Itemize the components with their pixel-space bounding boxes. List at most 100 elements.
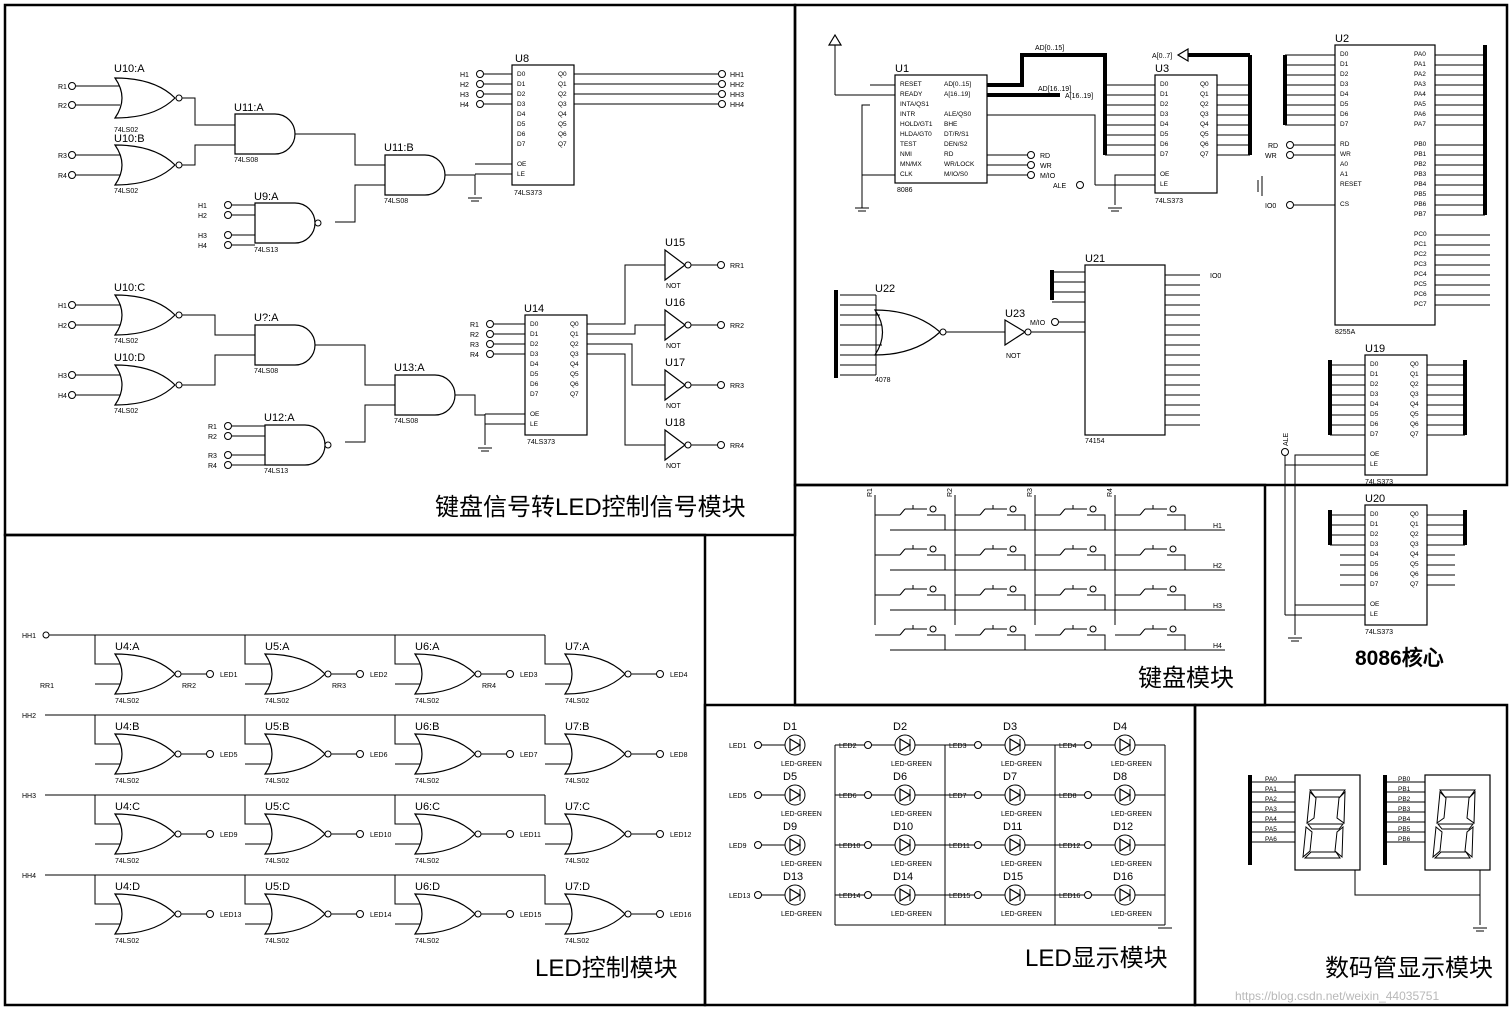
svg-text:HH1: HH1 xyxy=(730,72,744,79)
svg-text:Q7: Q7 xyxy=(1410,581,1419,588)
svg-text:D16: D16 xyxy=(1113,871,1133,883)
svg-text:WR: WR xyxy=(1340,151,1351,158)
svg-text:PA4: PA4 xyxy=(1414,91,1426,98)
svg-text:74LS08: 74LS08 xyxy=(234,157,258,164)
cpu-u1 xyxy=(894,74,988,184)
svg-text:BHE: BHE xyxy=(944,121,958,128)
svg-text:D2: D2 xyxy=(530,341,539,348)
ref-u11b: U11:B xyxy=(384,142,414,154)
svg-text:74LS373: 74LS373 xyxy=(1365,479,1393,486)
not-gate-u18 xyxy=(664,428,686,462)
svg-text:PB6: PB6 xyxy=(1414,201,1427,208)
svg-text:LED15: LED15 xyxy=(520,912,542,919)
svg-text:Q0: Q0 xyxy=(1410,511,1419,518)
seg-a-pin-label: PA3 xyxy=(1265,806,1277,813)
svg-text:D2: D2 xyxy=(1370,531,1379,538)
svg-text:LED-GREEN: LED-GREEN xyxy=(891,811,932,818)
svg-text:IO0: IO0 xyxy=(1210,273,1221,280)
svg-text:D3: D3 xyxy=(1160,111,1169,118)
svg-text:D13: D13 xyxy=(783,871,803,883)
svg-text:A1: A1 xyxy=(1340,171,1348,178)
svg-text:PC4: PC4 xyxy=(1414,271,1427,278)
ref-u21: U21 xyxy=(1085,253,1105,265)
svg-text:LED11: LED11 xyxy=(520,832,541,839)
svg-text:HH2: HH2 xyxy=(22,713,36,720)
seg-a-pin-label: PA6 xyxy=(1265,836,1277,843)
svg-text:Q1: Q1 xyxy=(558,81,567,88)
kbd-column-label: R3 xyxy=(1027,488,1034,497)
svg-text:H2: H2 xyxy=(460,82,469,89)
svg-text:PB3: PB3 xyxy=(1414,171,1427,178)
svg-text:HLDA/GT0: HLDA/GT0 xyxy=(900,131,932,138)
svg-text:Q5: Q5 xyxy=(570,371,579,378)
svg-text:D4: D4 xyxy=(530,361,539,368)
u2-pins: D0 D1 D2 D3 D4 D5 D6 D7 RD WR A0 A1 RESE… xyxy=(1340,51,1427,308)
key-switch xyxy=(1035,585,1106,610)
svg-text:D4: D4 xyxy=(1370,401,1379,408)
svg-text:LED-GREEN: LED-GREEN xyxy=(1111,811,1152,818)
svg-text:PA2: PA2 xyxy=(1414,71,1426,78)
ref-u1: U1 xyxy=(895,63,909,75)
svg-text:RR4: RR4 xyxy=(482,683,496,690)
svg-text:74LS13: 74LS13 xyxy=(264,468,288,475)
seg-b-pin-label: PB1 xyxy=(1398,786,1411,793)
svg-text:D5: D5 xyxy=(517,121,526,128)
svg-text:LED-GREEN: LED-GREEN xyxy=(891,761,932,768)
svg-text:D2: D2 xyxy=(517,91,526,98)
key-switch xyxy=(1115,625,1186,650)
seg-b-pin-label: PB5 xyxy=(1398,826,1411,833)
latch-u8 xyxy=(511,64,575,186)
svg-text:H1: H1 xyxy=(460,72,469,79)
module-title-led-display: LED显示模块 xyxy=(1025,945,1168,972)
svg-text:A[16..19]: A[16..19] xyxy=(944,91,970,98)
svg-text:PA7: PA7 xyxy=(1414,121,1426,128)
svg-text:LED-GREEN: LED-GREEN xyxy=(1001,811,1042,818)
ref-u16: U16 xyxy=(665,297,685,309)
svg-text:HOLD/GT1: HOLD/GT1 xyxy=(900,121,933,128)
svg-text:U7:B: U7:B xyxy=(565,721,589,733)
svg-text:R3: R3 xyxy=(208,453,217,460)
svg-text:D2: D2 xyxy=(1370,381,1379,388)
svg-text:74LS02: 74LS02 xyxy=(265,778,289,785)
ref-u10a: U10:A xyxy=(114,63,145,75)
svg-text:LED-GREEN: LED-GREEN xyxy=(1001,861,1042,868)
svg-text:Q3: Q3 xyxy=(1410,541,1419,548)
svg-text:D3: D3 xyxy=(1370,541,1379,548)
svg-text:LED12: LED12 xyxy=(1059,843,1081,850)
svg-text:D4: D4 xyxy=(1340,91,1349,98)
svg-text:RR2: RR2 xyxy=(182,683,196,690)
svg-text:D7: D7 xyxy=(530,391,539,398)
svg-text:D6: D6 xyxy=(1160,141,1169,148)
svg-text:D2: D2 xyxy=(893,721,907,733)
svg-text:74LS02: 74LS02 xyxy=(415,698,439,705)
key-switch xyxy=(875,585,946,610)
svg-text:74LS02: 74LS02 xyxy=(114,188,138,195)
svg-text:LE: LE xyxy=(517,171,526,178)
ref-u18: U18 xyxy=(665,417,685,429)
svg-text:PA3: PA3 xyxy=(1414,81,1426,88)
svg-text:Q6: Q6 xyxy=(1200,141,1209,148)
ref-uqa: U?:A xyxy=(254,312,279,324)
svg-text:D2: D2 xyxy=(1340,71,1349,78)
svg-text:LED15: LED15 xyxy=(949,893,971,900)
svg-text:INTA/QS1: INTA/QS1 xyxy=(900,101,930,108)
keyboard-to-led-module: U10:A 74LS02 R1 R2 U10:B 74LS02 R3 R4 U1… xyxy=(58,53,744,475)
svg-text:U4:D: U4:D xyxy=(115,881,140,893)
svg-text:LED-GREEN: LED-GREEN xyxy=(781,861,822,868)
svg-text:D5: D5 xyxy=(783,771,797,783)
watermark: https://blog.csdn.net/weixin_44035751 xyxy=(1235,989,1439,1003)
svg-text:74154: 74154 xyxy=(1085,438,1105,445)
svg-text:U7:C: U7:C xyxy=(565,801,590,813)
svg-text:PB7: PB7 xyxy=(1414,211,1427,218)
svg-text:74LS02: 74LS02 xyxy=(114,338,138,345)
ref-u22: U22 xyxy=(875,283,895,295)
svg-text:LE: LE xyxy=(1370,461,1379,468)
svg-text:LED16: LED16 xyxy=(1059,893,1081,900)
kbd-column-label: R1 xyxy=(867,488,874,497)
